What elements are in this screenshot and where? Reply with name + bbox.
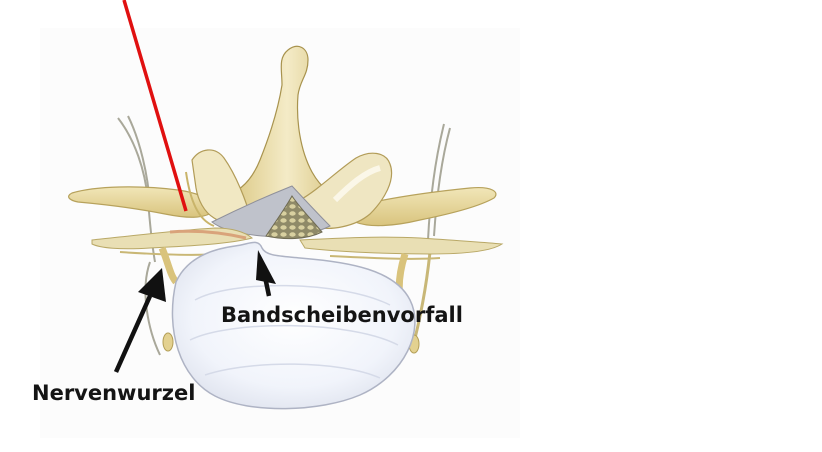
nerve-roots (91, 227, 504, 260)
left-transverse-process (68, 186, 216, 218)
label-disc-herniation: Bandscheibenvorfall (221, 303, 463, 327)
left-lamina-edge (185, 171, 215, 227)
right-transverse-process (354, 187, 497, 227)
disc-rings (189, 284, 399, 379)
arrow-nerve-root-icon (113, 268, 166, 373)
arrow-disc-herniation-icon (256, 250, 276, 297)
left-ganglion (162, 332, 174, 352)
left-pedicle (158, 246, 179, 285)
right-articular-highlight (332, 165, 381, 203)
cauda-equina (265, 195, 323, 240)
label-nerve-root: Nervenwurzel (32, 381, 196, 405)
red-pointer-line (122, 0, 188, 212)
